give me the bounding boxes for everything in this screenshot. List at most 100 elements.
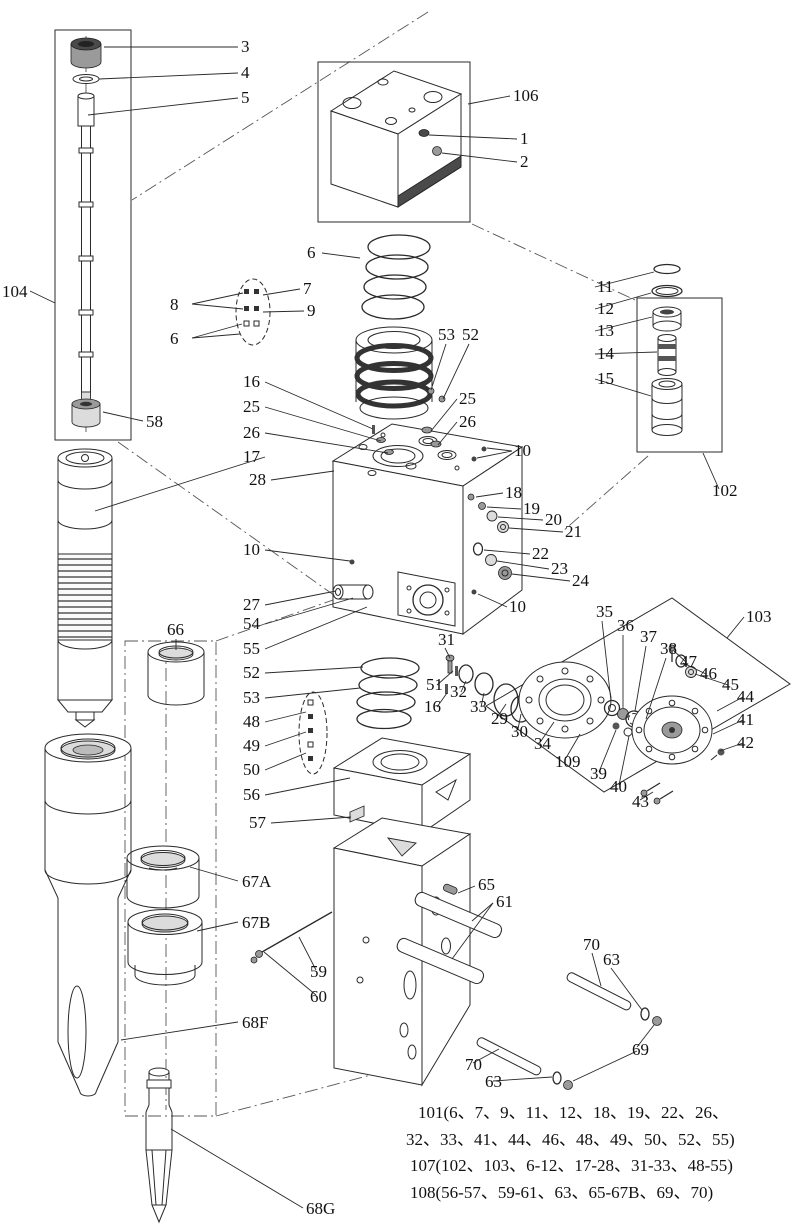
pin-61b — [396, 937, 485, 985]
callout-35: 35 — [596, 602, 613, 621]
washer-63a — [640, 1007, 650, 1021]
plug-20 — [486, 510, 498, 522]
callout-45: 45 — [722, 675, 739, 694]
under-block-parts — [445, 654, 494, 696]
nut-69b — [563, 1080, 573, 1090]
callout-4: 4 — [241, 63, 250, 82]
callout-44: 44 — [737, 687, 755, 706]
callout-60: 60 — [310, 987, 327, 1006]
callout-103: 103 — [746, 607, 772, 626]
note-line-3: 107(102、103、6-12、17-28、31-33、48-55) — [410, 1156, 733, 1175]
side-bolt-59-60 — [250, 911, 333, 964]
callout-36: 36 — [617, 616, 634, 635]
plug-1 — [418, 129, 430, 137]
callout-2: 2 — [520, 152, 529, 171]
lower-cylinder-56 — [332, 737, 472, 834]
assembly-notes: 101(6、7、9、11、12、18、19、22、26、 32、33、41、44… — [406, 1103, 735, 1202]
callout-63b: 63 — [485, 1072, 502, 1091]
chisel-68g — [145, 1067, 173, 1224]
callout-10a: 10 — [514, 441, 531, 460]
callout-12: 12 — [597, 299, 614, 318]
pins-61-65 — [396, 883, 503, 985]
callout-25b: 25 — [459, 389, 476, 408]
lower-seal-stack — [356, 657, 420, 730]
bolt-head-60 — [255, 950, 263, 958]
callout-11: 11 — [597, 277, 613, 296]
callout-57: 57 — [249, 813, 267, 832]
callout-33: 33 — [470, 697, 487, 716]
pin-19 — [478, 502, 486, 510]
callout-25a: 25 — [243, 397, 260, 416]
main-cylinder-block — [331, 423, 524, 635]
flange-gear-assembly-103 — [485, 597, 791, 805]
callout-1: 1 — [520, 129, 529, 148]
callout-59: 59 — [310, 962, 327, 981]
note-line-1: 101(6、7、9、11、12、18、19、22、26、 — [418, 1103, 729, 1122]
tie-rod-assembly-104 — [54, 29, 132, 441]
callout-68G: 68G — [306, 1199, 335, 1218]
pin-65 — [442, 883, 458, 895]
valve-block-106 — [317, 61, 471, 223]
callout-48: 48 — [243, 712, 260, 731]
callout-54: 54 — [243, 614, 261, 633]
callout-46: 46 — [700, 664, 717, 683]
ring-bushing-67a — [126, 845, 200, 909]
callout-20: 20 — [545, 510, 562, 529]
screw-18 — [467, 493, 475, 501]
callout-24: 24 — [572, 571, 590, 590]
nut-60 — [250, 956, 258, 964]
callout-67A: 67A — [242, 872, 272, 891]
screw-10c — [471, 589, 477, 595]
callout-51: 51 — [426, 675, 443, 694]
callout-28: 28 — [249, 470, 266, 489]
callout-43: 43 — [632, 792, 649, 811]
valve-cartridge-102 — [636, 263, 723, 453]
rod-70b — [476, 1037, 542, 1076]
screw-10b — [349, 559, 355, 565]
callout-52a: 52 — [462, 325, 479, 344]
callout-63a: 63 — [603, 950, 620, 969]
callout-27: 27 — [243, 595, 261, 614]
note-line-2: 32、33、41、44、46、48、49、50、52、55) — [406, 1130, 735, 1149]
callout-102: 102 — [712, 481, 738, 500]
oring-22 — [472, 542, 484, 556]
callout-21: 21 — [565, 522, 582, 541]
callout-61: 61 — [496, 892, 513, 911]
callout-52b: 52 — [243, 663, 260, 682]
callout-26b: 26 — [459, 412, 476, 431]
callout-5: 5 — [241, 88, 250, 107]
flange-plate-109 — [518, 661, 612, 739]
callout-67B: 67B — [242, 913, 270, 932]
oring-29 — [493, 683, 519, 717]
callout-29: 29 — [491, 709, 508, 728]
cap-25b — [421, 426, 433, 434]
seal-sleeve — [354, 326, 446, 420]
piston-17 — [56, 448, 114, 728]
pin-16 — [372, 425, 375, 434]
callout-19: 19 — [523, 499, 540, 518]
callout-37: 37 — [640, 627, 658, 646]
callout-32: 32 — [450, 682, 467, 701]
wedge-57 — [349, 805, 365, 823]
pin-16b — [445, 684, 448, 694]
ring-46 — [675, 654, 687, 668]
ring-40 — [623, 727, 633, 737]
screw-10a — [481, 446, 487, 452]
oring-33 — [474, 672, 494, 696]
oring-32 — [458, 664, 474, 684]
ring-35 — [603, 699, 621, 717]
callout-10b: 10 — [243, 540, 260, 559]
callout-47: 47 — [680, 652, 698, 671]
callout-9: 9 — [307, 301, 316, 320]
callout-65: 65 — [478, 875, 495, 894]
callout-66: 66 — [167, 620, 184, 639]
pin-61a — [414, 891, 503, 939]
callout-69: 69 — [632, 1040, 649, 1059]
callout-68F: 68F — [242, 1013, 268, 1032]
front-head-68f — [44, 733, 132, 1097]
callout-30: 30 — [511, 722, 528, 741]
callout-50: 50 — [243, 760, 260, 779]
washer-63b — [552, 1071, 562, 1085]
